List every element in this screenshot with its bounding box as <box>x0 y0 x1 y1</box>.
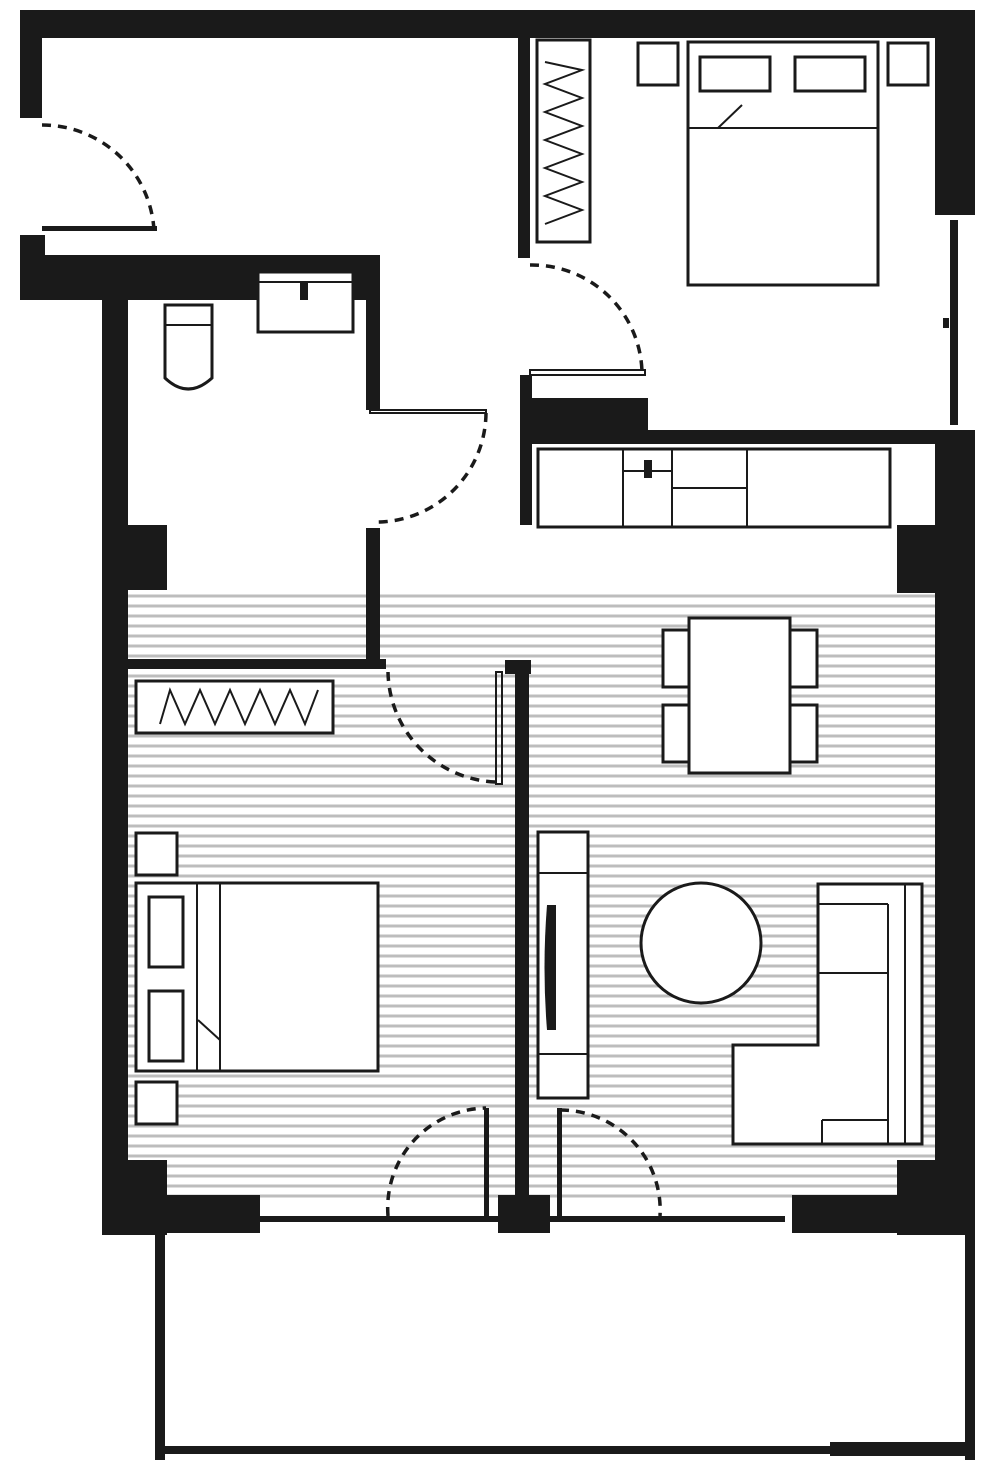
bedside-table-bottom <box>134 1080 179 1126</box>
wall-bedroom1-door-jamb <box>529 369 646 376</box>
bed2-sheet-corner <box>197 1019 221 1041</box>
bedside-table-left <box>636 41 680 87</box>
wall-top <box>20 10 975 38</box>
wall-kitchen-top <box>520 430 975 444</box>
wall-left-pier <box>102 525 167 590</box>
bathroom-door-swing <box>371 412 488 524</box>
wall-bathroom-right-upper <box>366 255 380 410</box>
basin-tap <box>300 282 308 300</box>
toilet <box>163 303 214 391</box>
entrance-door-leaf <box>42 226 157 231</box>
wall-central-partition <box>515 660 529 1200</box>
wall-central-stub <box>505 660 531 674</box>
wall-right-upper <box>935 10 975 215</box>
bedside-table-right <box>886 41 930 87</box>
window-bedroom1-frame <box>950 220 958 425</box>
pillow-bed2-top <box>147 895 185 969</box>
door-swings <box>41 123 662 1217</box>
balcony-door-left-leaf <box>484 1108 489 1216</box>
dining-chair-2 <box>661 703 692 764</box>
wall-right-pier <box>897 525 975 593</box>
entrance-door-swing <box>41 123 156 231</box>
pillow-right <box>793 55 867 93</box>
wall-bedroom1-left-lower <box>520 375 532 525</box>
wall-bedroom1-left <box>518 38 530 258</box>
wall-bottom-mid <box>498 1195 550 1233</box>
balcony-right-rail <box>965 1232 975 1460</box>
dining-chair-4 <box>788 703 819 764</box>
television <box>544 905 556 1030</box>
wardrobe-bedroom2-hangers <box>159 687 319 727</box>
wall-bathroom-right-lower <box>366 528 380 668</box>
wardrobe-bedroom1-hangers <box>542 61 586 225</box>
bedroom1-furniture <box>535 38 930 287</box>
balcony-bottom-rail-end <box>830 1442 975 1456</box>
kitchen-tap <box>644 460 652 478</box>
bedroom2-furniture <box>134 679 380 1126</box>
balcony-left-rail <box>155 1232 165 1460</box>
wall-bedroom2-top <box>128 659 386 669</box>
bedroom2-door-swing <box>386 671 497 784</box>
corner-sofa <box>731 882 924 1146</box>
bed-sheet-corner <box>717 104 743 129</box>
balcony-door-right-leaf <box>557 1108 562 1216</box>
wall-door-jamb-bed2 <box>495 671 503 785</box>
wardrobe-bedroom2 <box>134 679 335 735</box>
living-dining-furniture <box>536 616 924 1146</box>
wall-left-upper <box>20 10 42 118</box>
dining-chair-1 <box>661 628 692 689</box>
window-bedroom1-catch-a <box>943 318 949 328</box>
dining-table <box>687 616 792 775</box>
wall-bottom-left <box>102 1195 260 1233</box>
wall-left <box>102 290 128 1235</box>
balcony-door-left-swing <box>385 1106 487 1217</box>
pillow-left <box>698 55 772 93</box>
balcony-bottom-rail <box>155 1446 975 1454</box>
bedroom1-door-swing <box>529 263 644 373</box>
wall-bathroom-jamb <box>369 409 487 414</box>
bathroom-fixtures <box>163 270 355 391</box>
pillow-bed2-bottom <box>147 989 185 1063</box>
wall-bottom-right <box>792 1195 975 1233</box>
sliding-door-right-track <box>550 1216 785 1222</box>
bedside-table-top <box>134 831 179 877</box>
kitchen-units <box>536 447 892 529</box>
coffee-table <box>639 881 763 1005</box>
dining-chair-3 <box>788 628 819 689</box>
balcony-door-right-swing <box>559 1108 662 1217</box>
wall-bedroom1-bottom <box>520 398 648 432</box>
sliding-door-left-track <box>260 1216 498 1222</box>
